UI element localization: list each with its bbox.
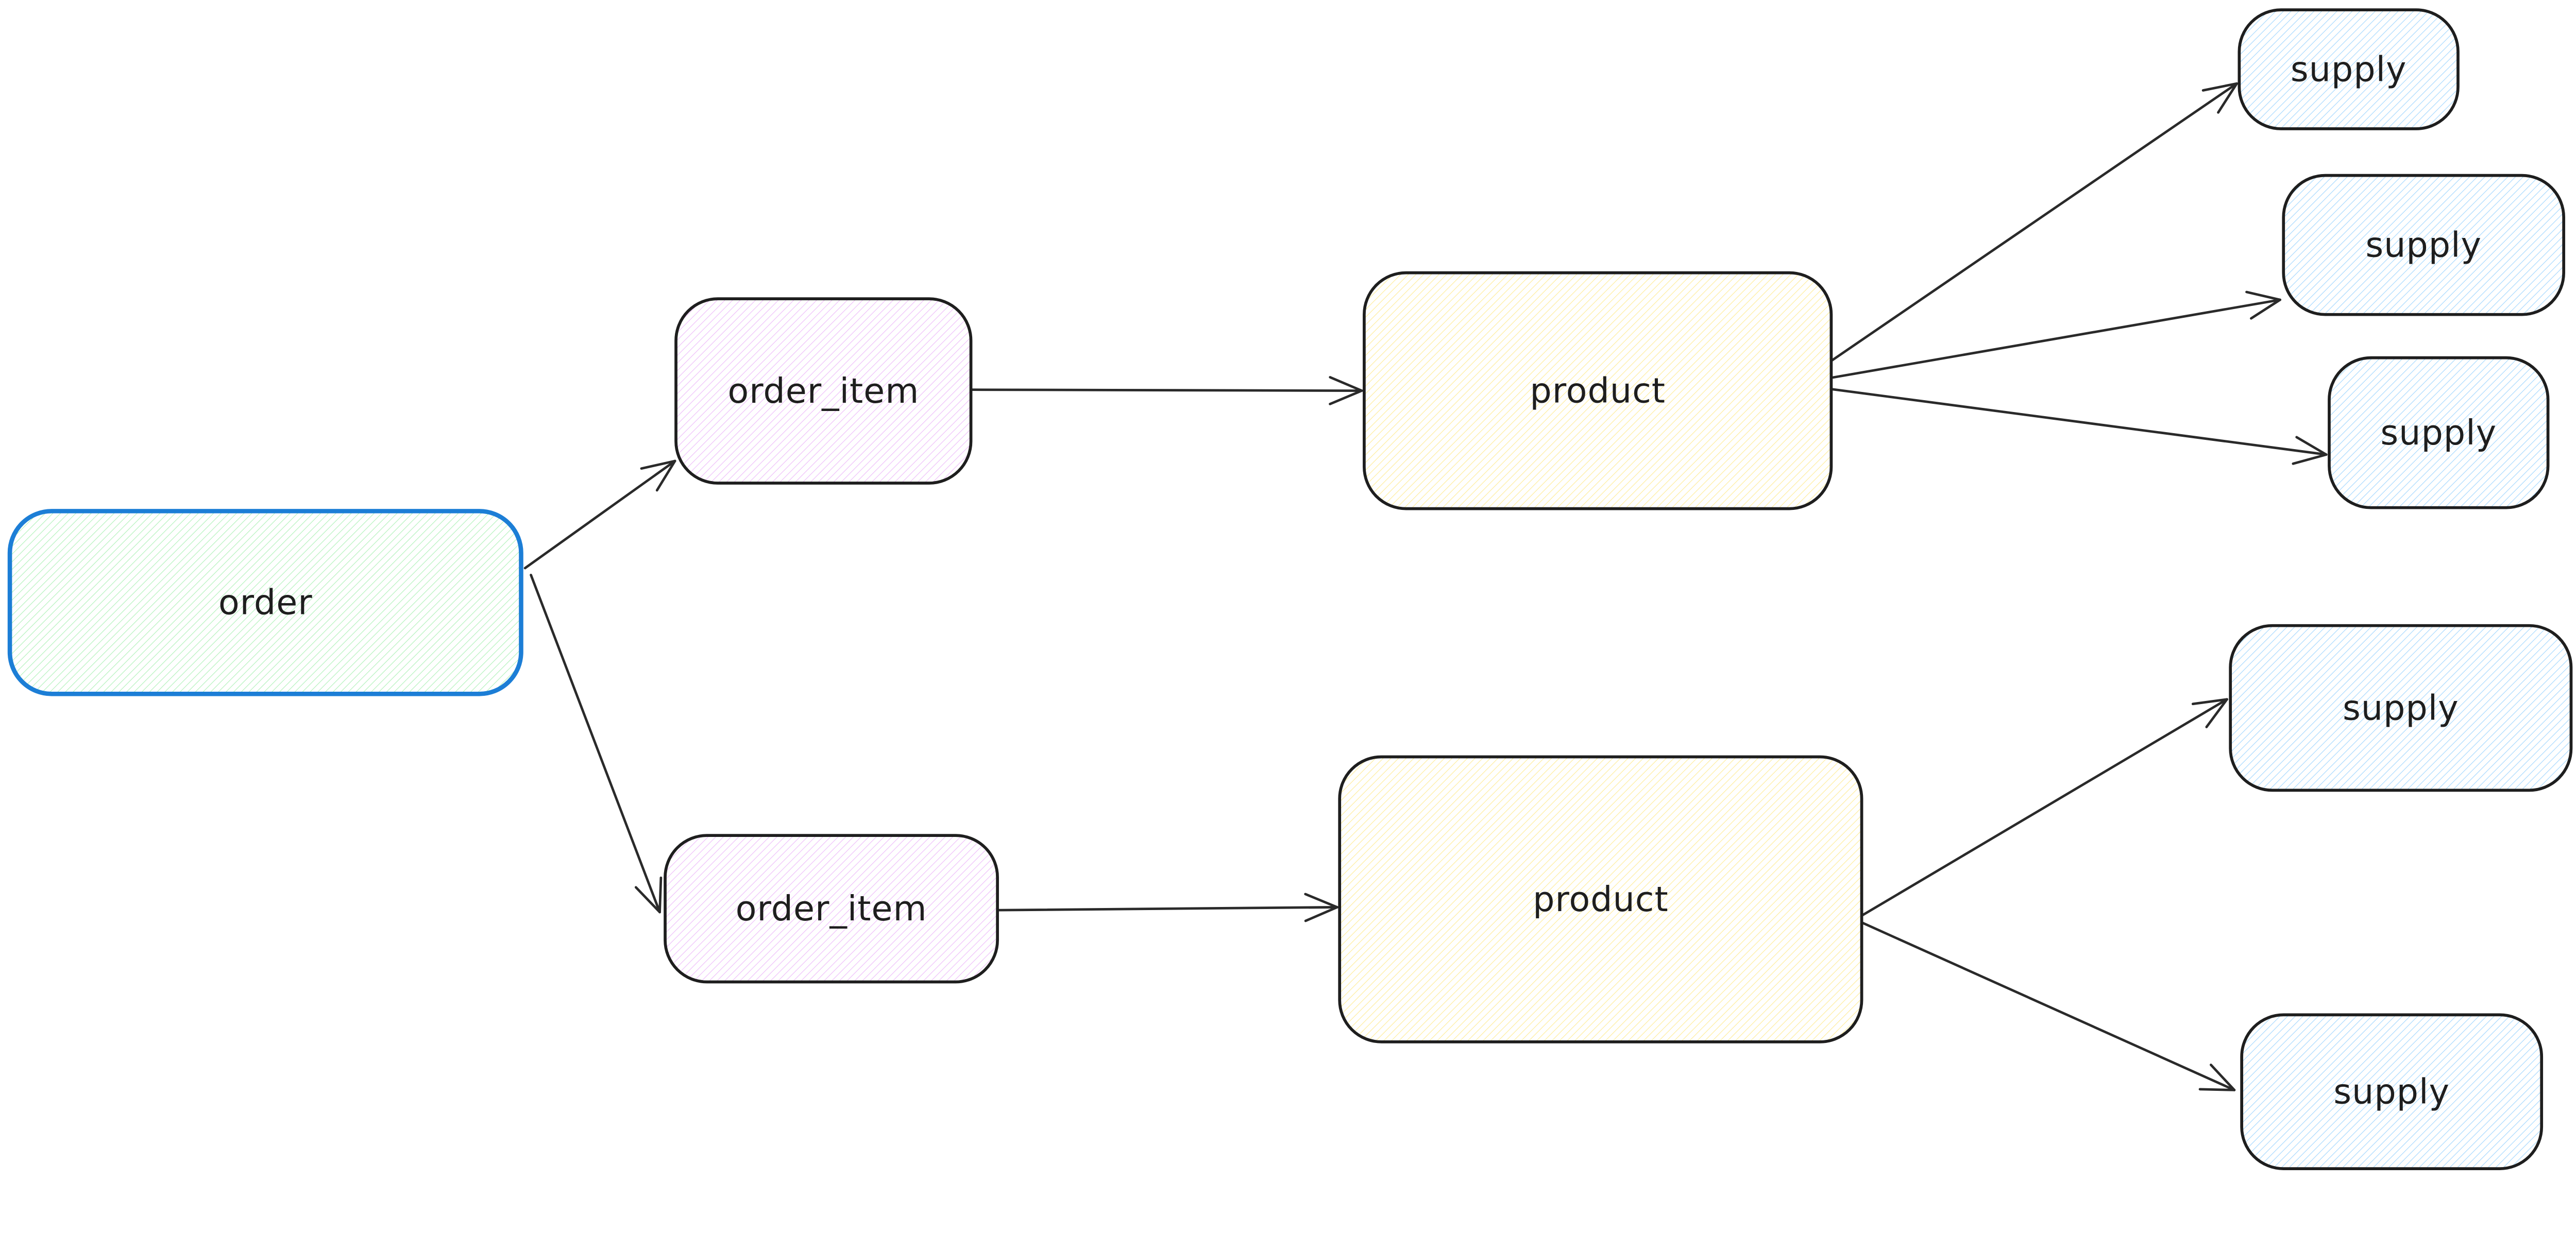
arrow-order_item_2-to-product_2[interactable] [997,893,1338,922]
arrow-shaft [1832,298,2281,379]
arrow-shaft [1831,82,2238,362]
arrowhead-icon [2245,290,2281,301]
arrow-shaft [1831,388,2328,456]
node-product_1-shape[interactable] [1363,271,1833,510]
node-supply_1-shape[interactable] [2238,8,2460,130]
arrow-product_1-to-supply_1[interactable] [1831,82,2238,362]
node-supply_5-label: supply [2333,1072,2450,1112]
arrow-shaft [530,574,661,914]
node-supply_4[interactable]: supply [2229,624,2573,792]
arrowhead-icon [640,459,676,470]
node-order_item_1[interactable]: order_item [674,297,973,485]
node-supply_1-label: supply [2291,49,2407,89]
arrow-shaft [997,906,1338,912]
node-order-shape[interactable] [7,509,523,696]
arrowhead-icon [658,876,663,914]
node-order-label: order [218,583,313,623]
excalidraw-canvas[interactable]: orderorder_itemorder_itemproductproducts… [0,0,2576,1177]
node-order_item_1-shape[interactable] [674,297,973,485]
node-supply_3-label: supply [2380,413,2497,453]
node-supply_2-shape[interactable] [2282,174,2565,316]
arrow-order_item_1-to-product_1[interactable] [971,376,1363,405]
node-order_item_2[interactable]: order_item [664,834,999,984]
edges-layer [523,82,2328,1091]
node-order[interactable]: order [7,509,523,696]
arrow-product_1-to-supply_2[interactable] [1832,290,2281,379]
node-supply_3-shape[interactable] [2328,356,2550,509]
arrow-shaft [523,459,676,570]
arrowhead-icon [1329,389,1363,405]
node-order_item_2-label: order_item [736,888,927,929]
node-supply_4-shape[interactable] [2229,624,2573,792]
arrowhead-icon [2295,436,2328,456]
node-product_1[interactable]: product [1363,271,1833,510]
node-supply_3[interactable]: supply [2328,356,2550,509]
arrow-shaft [1861,921,2236,1091]
node-product_1-label: product [1530,370,1666,410]
arrowhead-icon [2201,82,2238,92]
arrowhead-icon [634,886,661,914]
arrow-order-to-order_item_2[interactable] [530,574,663,914]
node-order_item_1-label: order_item [727,371,919,411]
node-supply_1[interactable]: supply [2238,8,2460,130]
arrowhead-icon [2198,1088,2236,1091]
node-supply_5-shape[interactable] [2240,1013,2544,1170]
node-product_2[interactable]: product [1338,755,1863,1043]
arrowhead-icon [2292,453,2328,465]
arrowhead-icon [1329,376,1363,392]
arrowhead-icon [2191,698,2228,706]
arrowhead-icon [655,459,676,492]
node-order_item_2-shape[interactable] [664,834,999,984]
arrow-order-to-order_item_1[interactable] [523,459,676,570]
arrow-shaft [971,388,1363,392]
node-supply_2-label: supply [2365,225,2482,265]
arrowhead-icon [2210,1064,2236,1091]
arrowhead-icon [1304,893,1338,909]
arrow-product_1-to-supply_3[interactable] [1831,388,2328,465]
node-product_2-label: product [1533,879,1669,919]
arrow-product_2-to-supply_5[interactable] [1861,921,2236,1091]
arrowhead-icon [2217,82,2238,114]
node-supply_4-label: supply [2343,688,2459,728]
arrow-shaft [1861,698,2228,917]
arrowhead-icon [2205,698,2228,728]
arrowhead-icon [1304,906,1338,922]
node-product_2-shape[interactable] [1338,755,1863,1043]
arrow-product_2-to-supply_4[interactable] [1861,698,2228,917]
nodes-layer: orderorder_itemorder_itemproductproducts… [7,8,2573,1170]
node-supply_2[interactable]: supply [2282,174,2565,316]
arrowhead-icon [2250,298,2281,320]
node-supply_5[interactable]: supply [2240,1013,2544,1170]
